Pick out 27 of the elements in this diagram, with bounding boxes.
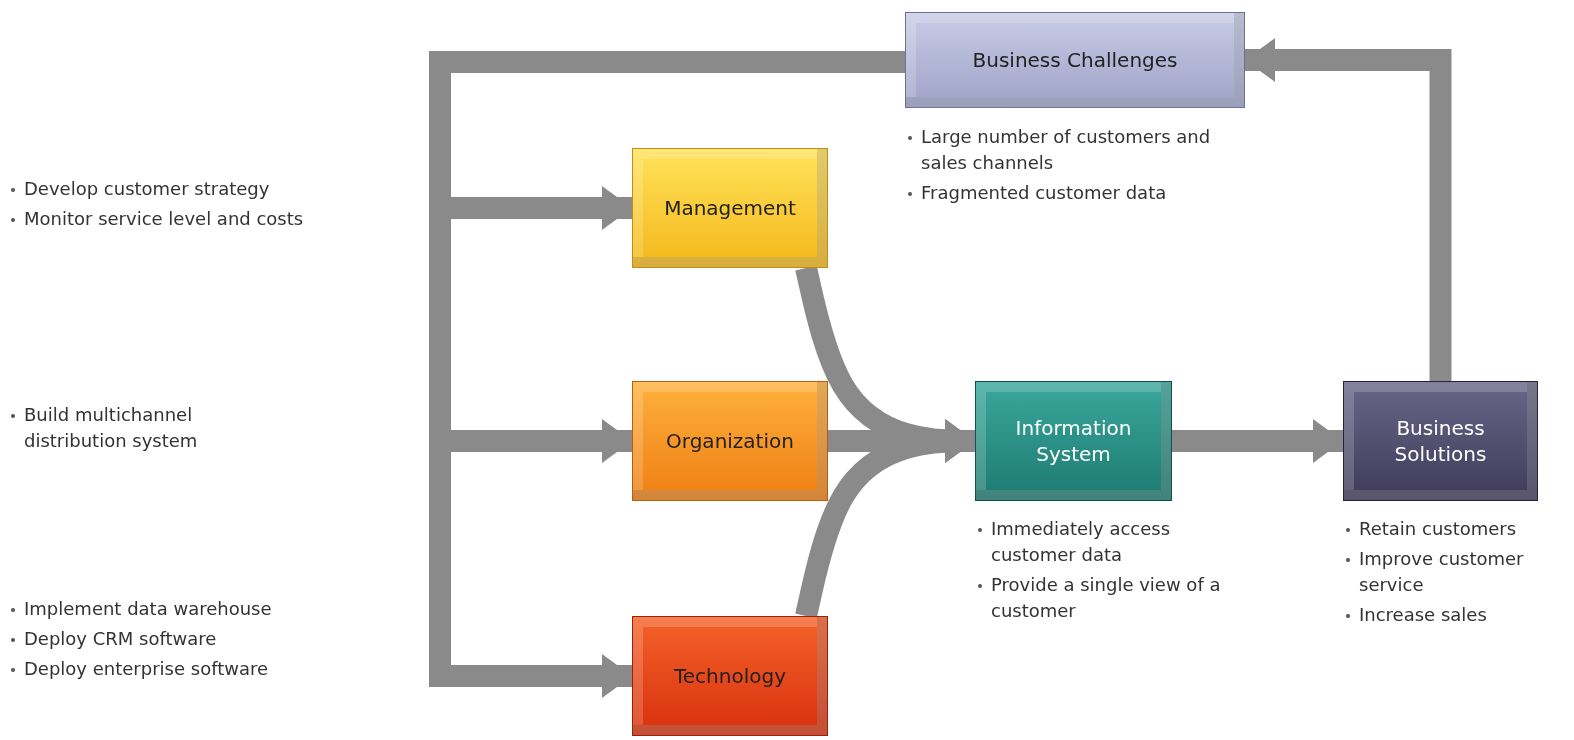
process-box bbox=[905, 12, 1245, 108]
process-box bbox=[1343, 381, 1538, 501]
arrow bbox=[1245, 38, 1452, 381]
box-label: Management bbox=[663, 195, 797, 221]
bullet-text: Improve customer service bbox=[1343, 546, 1571, 598]
bullet-text: Retain customers bbox=[1343, 516, 1571, 542]
bullet-text: Implement data warehouse bbox=[8, 596, 424, 622]
box-label: Information System bbox=[1014, 415, 1133, 467]
process-box bbox=[632, 148, 828, 268]
box-label: Technology bbox=[673, 663, 787, 689]
bullet-text: Increase sales bbox=[1343, 602, 1571, 628]
process-box bbox=[975, 381, 1172, 501]
box-label: Business Solutions bbox=[1393, 415, 1488, 467]
arrow bbox=[1172, 419, 1343, 463]
bullet-text: Develop customer strategy bbox=[8, 176, 424, 202]
box-label: Business Challenges bbox=[971, 47, 1179, 73]
bullet-text: Provide a single view of a customer bbox=[975, 572, 1235, 624]
bullet-text: Immediately access customer data bbox=[975, 516, 1235, 568]
bullet-text: Monitor service level and costs bbox=[8, 206, 424, 232]
bullet-text: Fragmented customer data bbox=[905, 180, 1245, 206]
bullet-text: Large number of customers and sales channels bbox=[905, 124, 1245, 176]
process-box bbox=[632, 616, 828, 736]
bullet-text: Build multichannel distribution system bbox=[8, 402, 264, 454]
bullet-text: Deploy enterprise software bbox=[8, 656, 424, 682]
process-box bbox=[632, 381, 828, 501]
box-label: Organization bbox=[665, 428, 795, 454]
bullet-text: Deploy CRM software bbox=[8, 626, 424, 652]
